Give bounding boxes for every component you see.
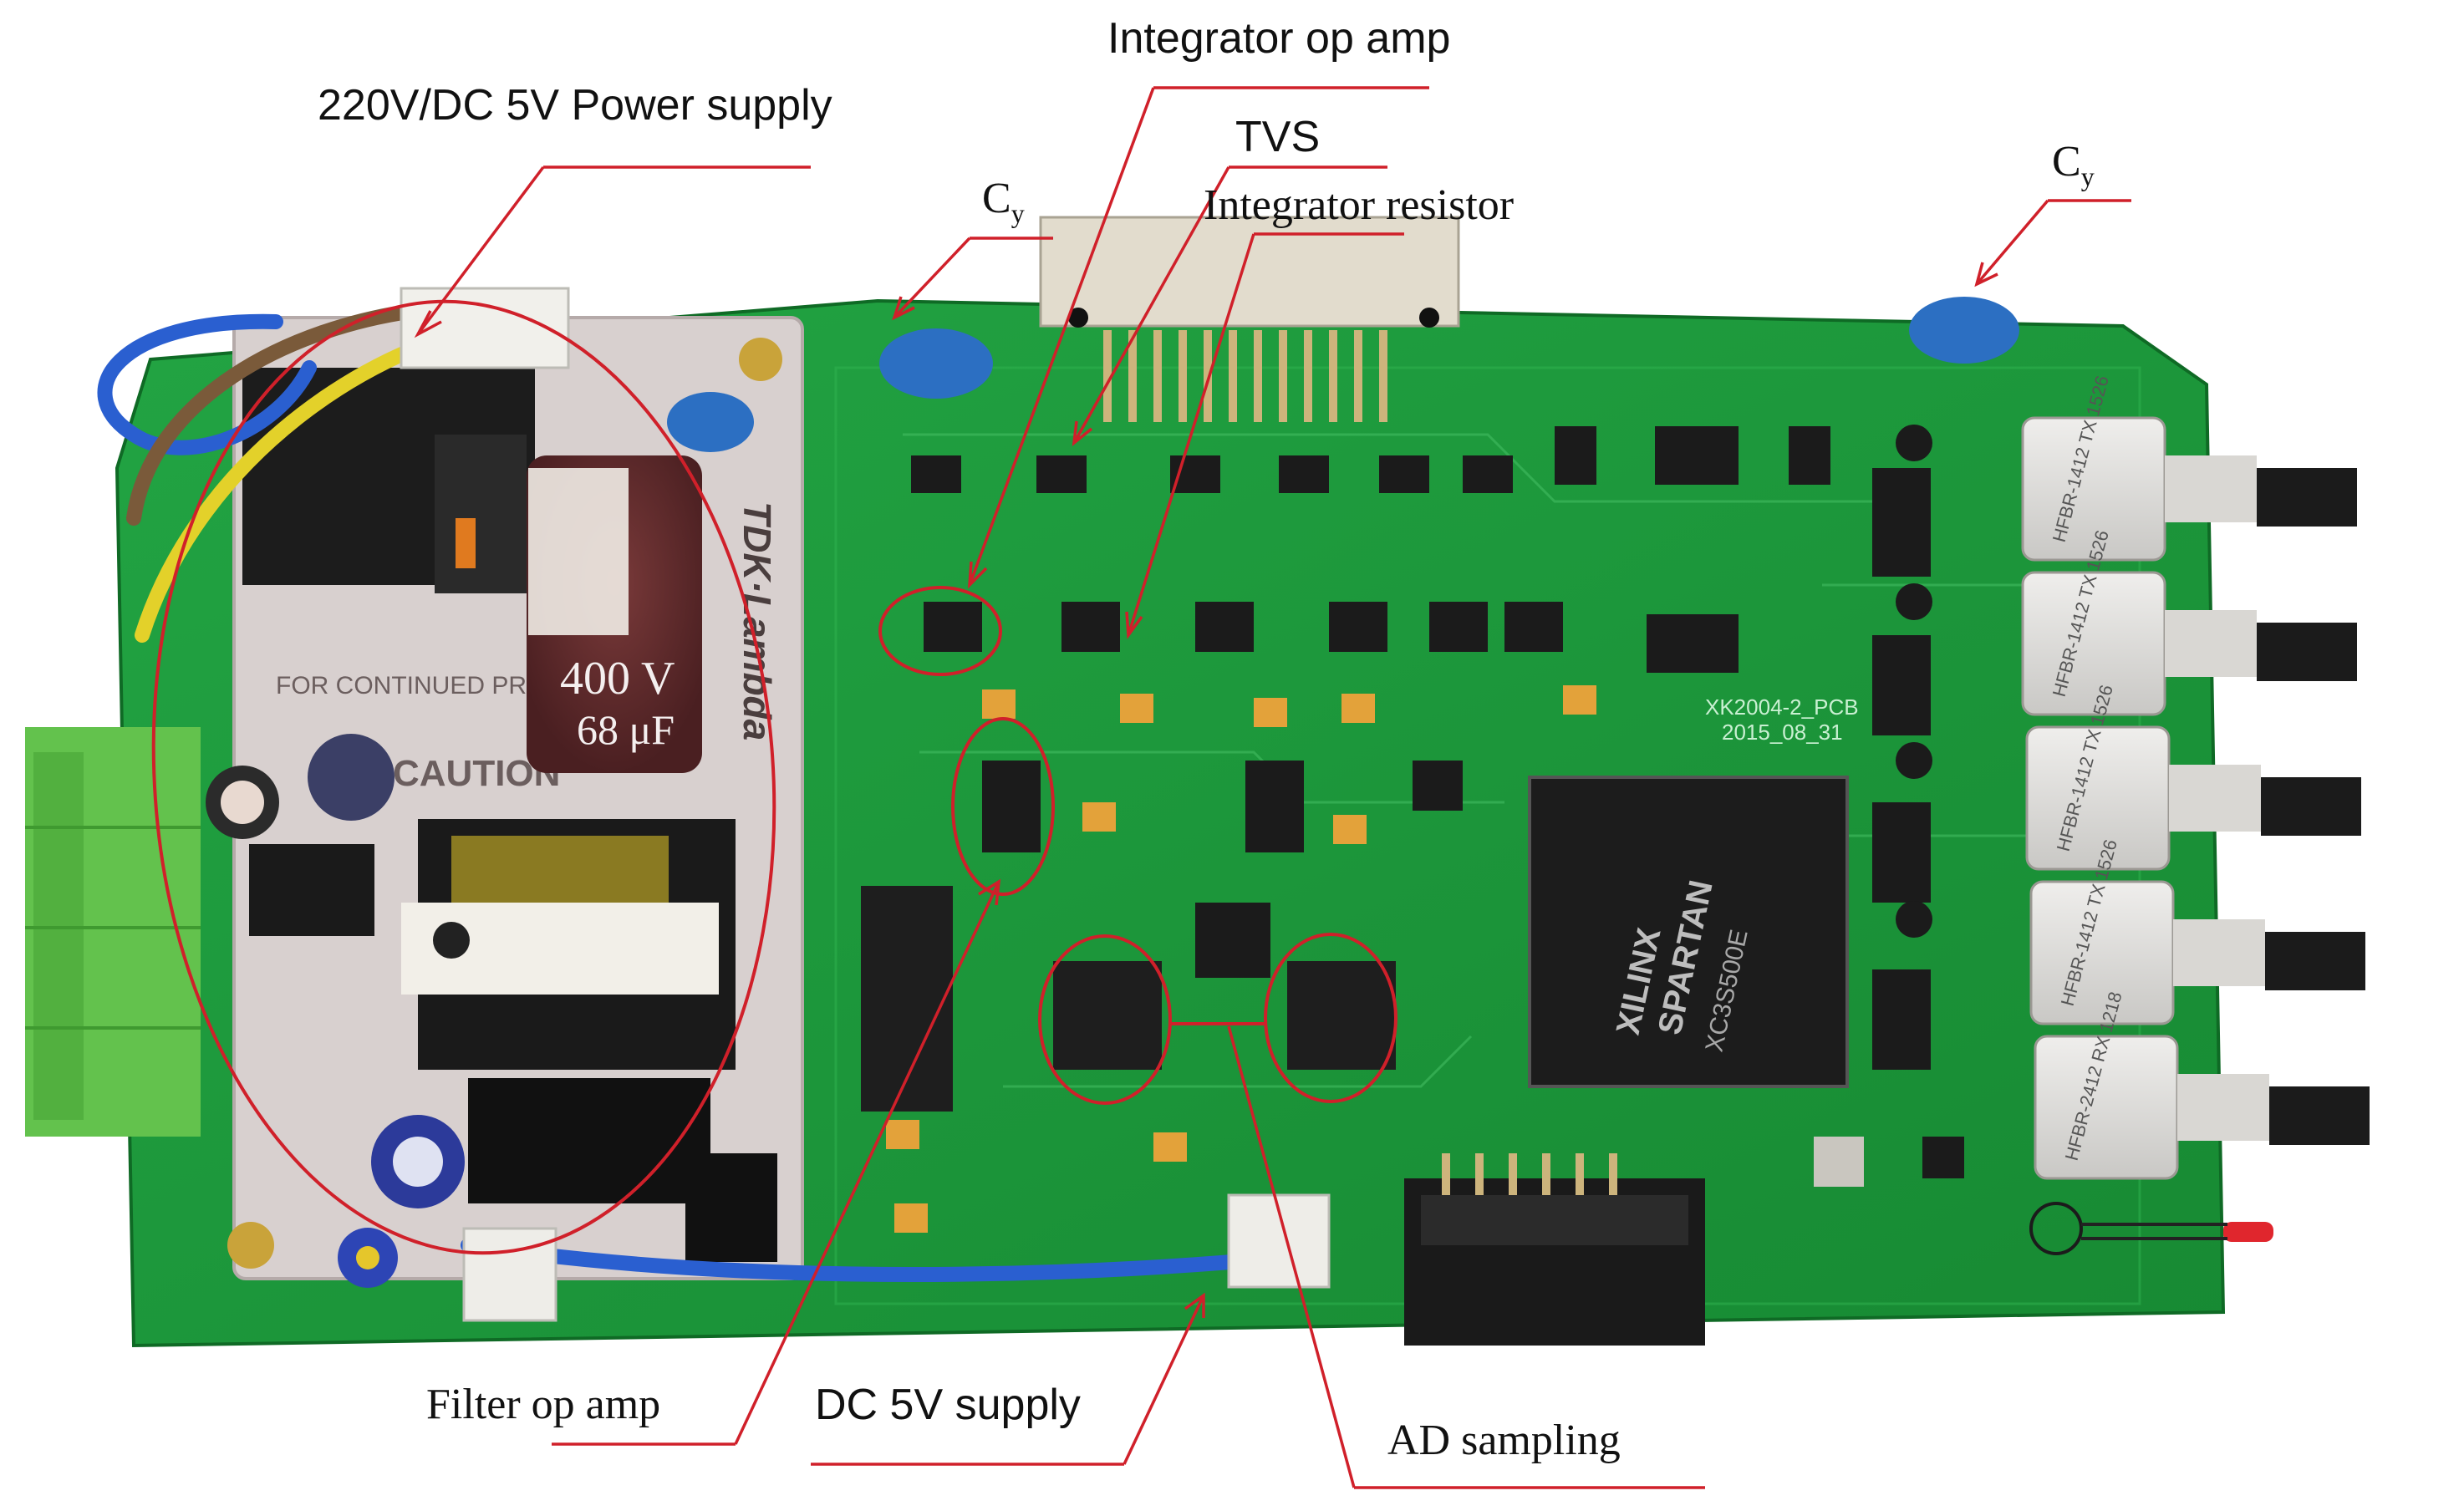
- led-indicator: [2029, 1202, 2083, 1255]
- y-cap-right: [1909, 297, 2019, 364]
- pcb-id-text: XK2004-2_PCB: [1705, 694, 1859, 720]
- cap-value-text: 68 μF: [577, 706, 675, 753]
- label-dc-5v-supply: DC 5V supply: [815, 1381, 1081, 1429]
- white-connector-right: [1227, 1193, 1331, 1289]
- fiber-module-4: [2029, 880, 2365, 1025]
- annotation-leaders: [414, 86, 2131, 1489]
- cap-voltage-text: 400 V: [560, 653, 675, 705]
- label-integrator-op-amp: Integrator op amp: [1107, 14, 1451, 63]
- annotation-ellipses: [151, 299, 1397, 1255]
- din-connector: [1039, 216, 1460, 422]
- tvs-row: [911, 426, 1830, 493]
- green-terminal-block: [25, 727, 201, 1137]
- integrator-op-amp-ellipse: [878, 586, 1002, 676]
- power-supply-ellipse: [151, 299, 776, 1255]
- fiber-module-2: [2021, 571, 2357, 716]
- fiber-module-1: [2021, 416, 2357, 562]
- fiber-module-3: [2025, 725, 2361, 871]
- label-cy-left: Cy: [982, 175, 1025, 228]
- tantalum-caps: [886, 685, 1596, 1233]
- screw-terminal: [227, 1222, 274, 1269]
- white-connector-bottom: [462, 1227, 557, 1322]
- ad-chip-left: [1053, 961, 1162, 1070]
- right-smd-column: [1814, 425, 1964, 1187]
- label-cy-right: Cy: [2052, 138, 2095, 191]
- blue-5v-wire: [461, 1238, 1328, 1282]
- red-led: [2223, 1222, 2273, 1242]
- cy-left-sub: y: [1011, 198, 1025, 228]
- y-cap-psu: [667, 392, 754, 452]
- white-connector-top: [400, 287, 570, 369]
- cy-left-main: C: [982, 175, 1011, 222]
- fiber-module-5: [2034, 1035, 2370, 1180]
- filter-op-amp-ellipse: [951, 717, 1055, 896]
- label-power-supply: 220V/DC 5V Power supply: [318, 81, 832, 130]
- y-cap-left: [879, 328, 993, 399]
- label-integrator-resistor: Integrator resistor: [1204, 181, 1515, 229]
- op-amp-ics: [924, 602, 1739, 978]
- bulk-capacitor: 400 V 68 μF: [527, 455, 702, 773]
- ad-left-ellipse: [1038, 934, 1172, 1105]
- label-ad-sampling: AD sampling: [1387, 1417, 1621, 1464]
- blue-wire-loop: [97, 313, 317, 455]
- label-filter-op-amp: Filter op amp: [426, 1381, 661, 1428]
- inductor-coil: [308, 734, 395, 821]
- fpga-chip: XILINX SPARTAN XC3S500E: [1528, 776, 1849, 1088]
- pin-header: [1404, 1153, 1705, 1346]
- brown-wire: [126, 302, 434, 526]
- mount-screw: [739, 338, 782, 381]
- label-tvs: TVS: [1235, 113, 1321, 161]
- large-chip-left: [861, 886, 953, 1112]
- psu-brand-text: TDK·Lambda: [736, 501, 779, 740]
- ad-chip-right: [1287, 961, 1396, 1070]
- pcb-date-text: 2015_08_31: [1722, 720, 1843, 745]
- cy-right-sub: y: [2080, 161, 2095, 191]
- ad-right-ellipse: [1264, 933, 1397, 1103]
- cy-right-main: C: [2052, 138, 2081, 186]
